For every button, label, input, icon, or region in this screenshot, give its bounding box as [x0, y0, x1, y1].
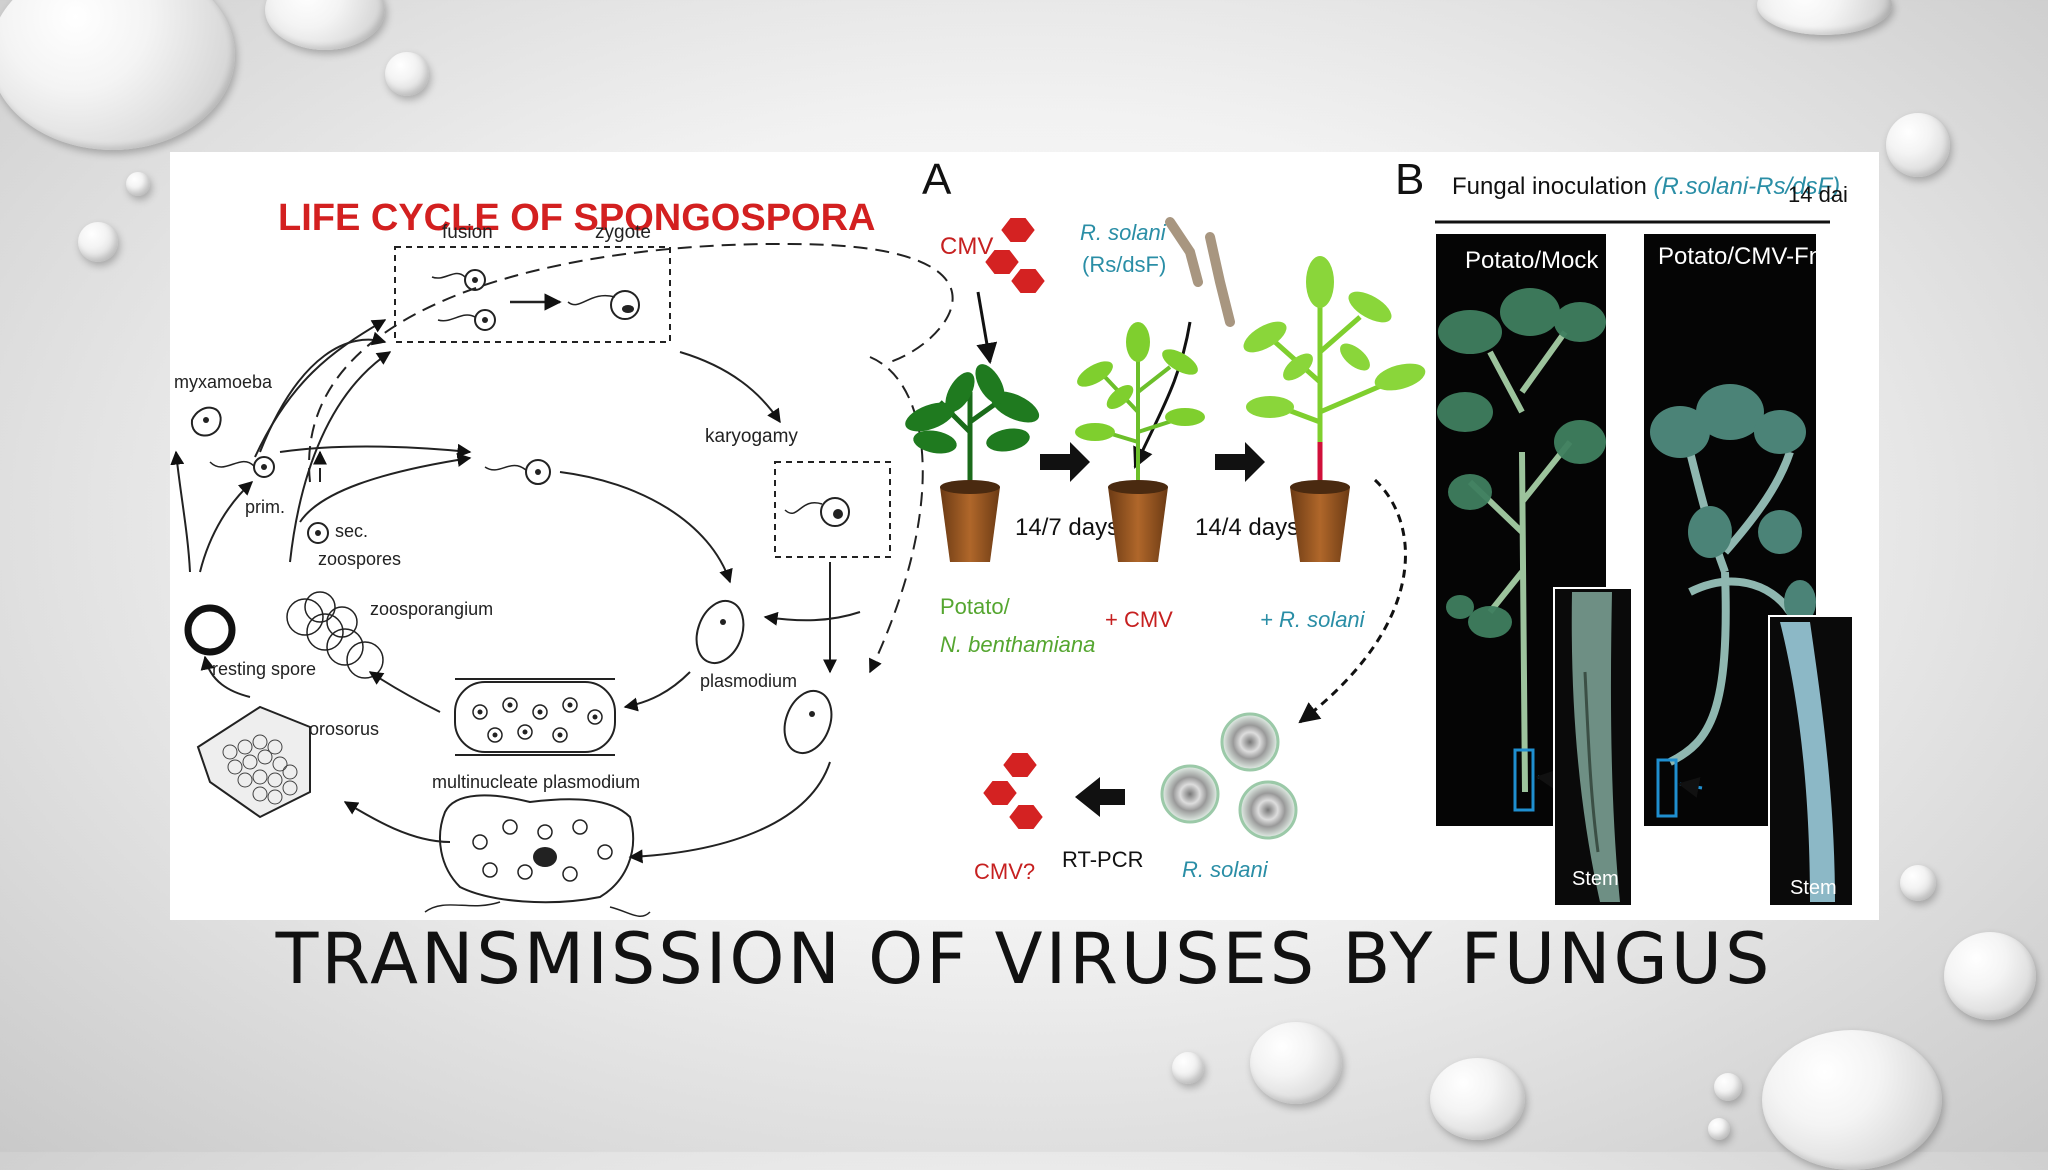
rtpcr-label: RT-PCR: [1062, 847, 1144, 872]
label-resting-spore: resting spore: [212, 659, 316, 679]
slide-title: TRANSMISSION OF VIRUSES BY FUNGUS: [275, 918, 1773, 1000]
water-drop: [385, 52, 429, 96]
label-multinucleate-plasmodium: multinucleate plasmodium: [432, 772, 640, 792]
mock-plant: [1437, 288, 1606, 793]
life-cycle-diagram: LIFE CYCLE OF SPONGOSPORA fusion zygote …: [170, 197, 954, 917]
cmv-particles: [982, 216, 1048, 295]
panel-b-dai: 14 dai: [1788, 182, 1848, 207]
dishes-label: R. solani: [1182, 857, 1269, 882]
panel-b-letter: B: [1395, 155, 1424, 204]
days-label-1: 14/7 days: [1015, 514, 1119, 541]
panel-b-header-highlight: (R.solani-Rs/dsF): [1653, 173, 1840, 200]
label-prim: prim.: [245, 497, 285, 517]
figure-image: LIFE CYCLE OF SPONGOSPORA fusion zygote …: [170, 152, 1879, 920]
r-solani-label-2: (Rs/dsF): [1082, 252, 1166, 277]
label-plasmodium: plasmodium: [700, 671, 797, 691]
water-drop: [1886, 113, 1950, 177]
photo-label-cmv: Potato/CMV-Fny: [1658, 243, 1834, 270]
photo-label-mock: Potato/Mock: [1465, 247, 1599, 274]
plant-potato: [905, 364, 1040, 562]
petri-dishes: [1160, 712, 1298, 840]
water-drop: [265, 0, 385, 50]
water-drop: [1714, 1073, 1742, 1101]
label-zygote: zygote: [595, 222, 651, 243]
panel-b-header: Fungal inoculation (R.solani-Rs/dsF): [1452, 173, 1840, 200]
stem-label-cmv: Stem: [1790, 877, 1837, 899]
water-drop: [1757, 0, 1892, 35]
water-drop: [1172, 1052, 1204, 1084]
cmv-plant: [1650, 384, 1816, 766]
panel-b: B Fungal inoculation (R.solani-Rs/dsF) 1…: [1395, 155, 1854, 907]
water-drop: [78, 222, 118, 262]
panel-a-letter: A: [922, 155, 952, 204]
cmv-question-particles: [980, 751, 1046, 831]
life-cycle-title: LIFE CYCLE OF SPONGOSPORA: [278, 197, 876, 239]
panel-a: A CMV R. solani (Rs/dsF): [905, 155, 1426, 884]
water-drop: [1430, 1058, 1525, 1140]
water-drop: [126, 172, 150, 196]
days-label-2: 14/4 days: [1195, 514, 1299, 541]
label-fusion: fusion: [442, 222, 493, 243]
label-karyogamy: karyogamy: [705, 426, 798, 447]
r-solani-label-1: R. solani: [1080, 220, 1167, 245]
pot-label-r-solani: + R. solani: [1260, 607, 1366, 632]
water-drop: [1762, 1030, 1942, 1170]
label-sec: sec.: [335, 521, 368, 541]
pot-label-potato: Potato/: [940, 594, 1011, 619]
water-drop: [0, 0, 235, 150]
pot-label-cmv: + CMV: [1105, 607, 1173, 632]
pot-label-benthamiana: N. benthamiana: [940, 632, 1095, 657]
plant-r-solani: [1243, 256, 1426, 562]
water-drop: [1250, 1022, 1342, 1104]
panel-b-header-prefix: Fungal inoculation: [1452, 173, 1653, 200]
plant-cmv: [1075, 322, 1205, 562]
water-drop: [1708, 1118, 1730, 1140]
stem-label-mock: Stem: [1572, 868, 1619, 890]
label-sporosorus: sporosorus: [290, 719, 379, 739]
water-drop: [1900, 865, 1936, 901]
cmv-label: CMV: [940, 233, 993, 260]
cmv-question-label: CMV?: [974, 859, 1035, 884]
label-myxamoeba: myxamoeba: [174, 372, 273, 392]
label-zoospores: zoospores: [318, 549, 401, 569]
water-drop: [1944, 932, 2036, 1020]
label-zoosporangium: zoosporangium: [370, 599, 493, 619]
